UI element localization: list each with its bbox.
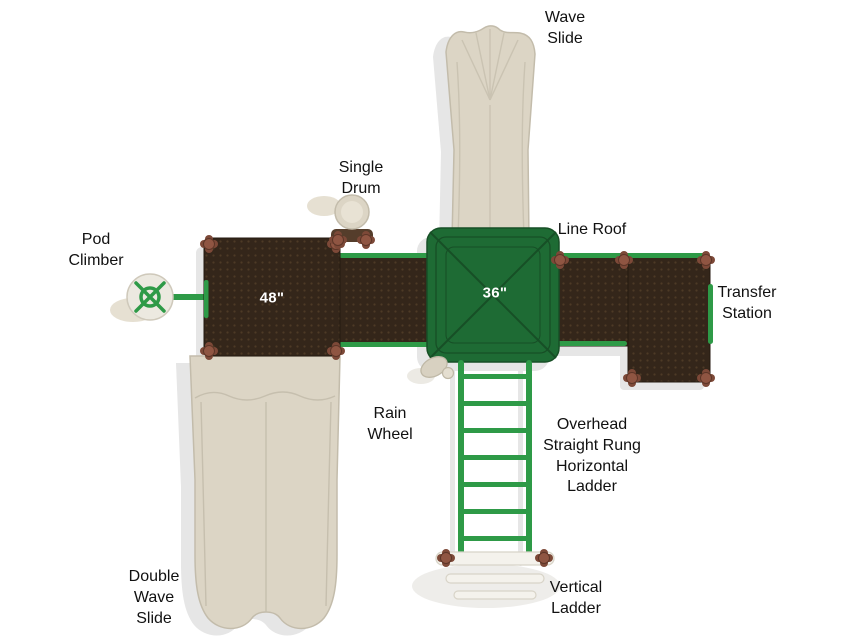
overhead-ladder-label: Overhead Straight Rung Horizontal Ladder <box>543 416 641 496</box>
vertical-ladder-label: Vertical Ladder <box>549 579 603 617</box>
vertical-ladder-graphic <box>435 551 555 600</box>
right-deck-graphic <box>555 253 713 383</box>
line-roof-label: Line Roof <box>557 221 627 238</box>
line-roof-graphic <box>426 227 560 363</box>
pod-climber-label: Pod Climber <box>68 231 124 269</box>
double-wave-slide-label: Double Wave Slide <box>128 568 180 627</box>
rain-wheel-graphic <box>420 356 455 380</box>
rain-wheel-label: Rain Wheel <box>367 405 413 443</box>
wave-slide-label: Wave Slide <box>544 9 586 47</box>
transfer-station-label: Transfer Station <box>717 284 777 322</box>
wave-slide-graphic <box>445 25 536 241</box>
bridge-deck-graphic <box>338 253 432 347</box>
roof-size-label: 36" <box>482 284 508 302</box>
double-wave-slide-graphic <box>189 355 341 630</box>
deck-size-label: 48" <box>259 289 285 307</box>
overhead-ladder-graphic <box>458 360 532 562</box>
single-drum-label: Single Drum <box>338 159 384 197</box>
pod-climber-graphic <box>126 273 208 321</box>
main-deck-48-graphic <box>203 237 341 357</box>
